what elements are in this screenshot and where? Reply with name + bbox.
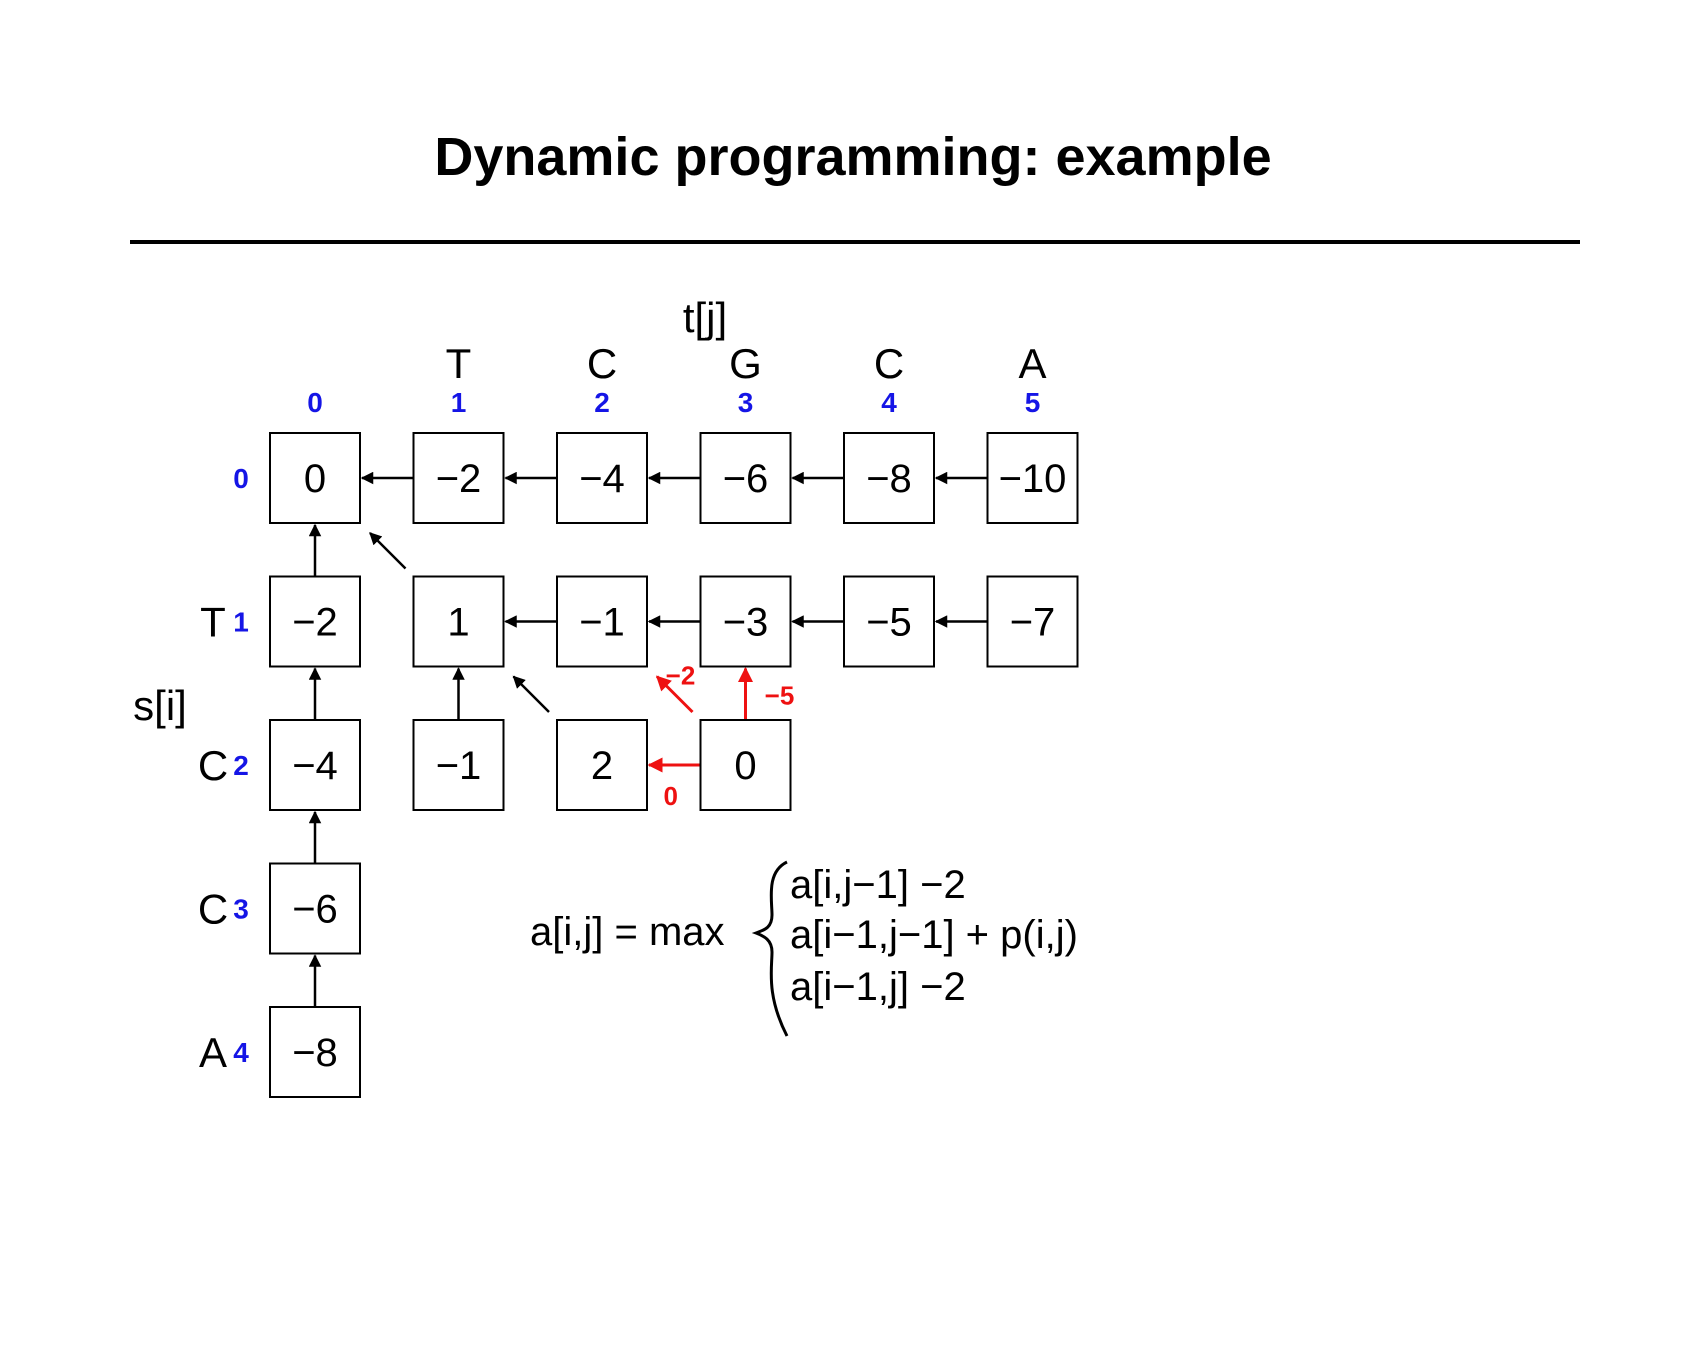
matrix-cell: −8 [843,432,935,524]
cell-box [699,432,792,524]
matrix-cell: −4 [269,719,361,811]
cell-value: −3 [723,601,769,645]
arrow-score-label: 0 [664,781,678,811]
column-index: 3 [738,387,754,418]
cell-box [843,432,935,524]
cell-value: 0 [734,744,756,788]
row-index: 2 [233,750,249,781]
cell-value: −2 [436,457,482,501]
cell-value: −6 [292,888,338,932]
formula-case-diagonal: a[i−1,j−1] + p(i,j) [790,913,1078,957]
formula-brace [751,860,789,1037]
s-letter: C [198,742,228,789]
cell-value: −8 [292,1031,338,1075]
t-letter: C [874,340,904,387]
formula-lhs: a[i,j] = max [530,910,725,954]
cell-value: −5 [866,601,912,645]
traceback-arrows: 0 −5 −2 [308,471,988,1007]
row-index: 4 [233,1037,249,1068]
cell-box [699,575,792,668]
cell-box [269,575,361,668]
matrix-cell: −1 [412,719,505,811]
matrix-cell: 0 [699,719,792,811]
recurrence-formula: a[i,j] = max a[i,j−1] −2 a[i−1,j−1] + p(… [530,860,1078,1037]
matrix-cell: −8 [269,1006,361,1098]
formula-case-up: a[i−1,j] −2 [790,965,966,1009]
arrow-score-label: −5 [765,680,795,710]
s-letter: A [199,1029,227,1076]
column-index: 5 [1025,387,1041,418]
s-letter: T [200,599,226,646]
title-divider [130,240,1580,244]
cell-box [843,575,935,668]
cell-box [412,432,505,524]
row-index: 1 [233,607,249,638]
t-axis-label: t[j] [683,294,727,341]
highlight-diag-arrow [655,675,694,714]
matrix-cell: 1 [412,575,505,668]
cell-box [986,575,1079,668]
cell-value: −4 [579,457,625,501]
column-index: 1 [451,387,467,418]
matrix-cell: −6 [699,432,792,524]
matrix-cell: −5 [843,575,935,668]
t-letter: G [729,340,762,387]
s-letter: C [198,886,228,933]
cell-box [699,719,792,811]
matrix-cell: −6 [269,862,361,955]
cell-value: −1 [436,744,482,788]
arrow-score-label: −2 [666,661,696,691]
cell-value: −8 [866,457,912,501]
cell-box [269,862,361,955]
diag-arrow [512,675,550,713]
column-index: 2 [594,387,610,418]
cell-box [556,575,648,668]
cell-value: −2 [292,601,338,645]
cell-box [412,575,505,668]
cell-value: 2 [591,744,613,788]
cell-box [556,432,648,524]
matrix-cell: −10 [986,432,1079,524]
cell-box [269,719,361,811]
cell-value: −6 [723,457,769,501]
column-headers: T C G C A 0 1 2 3 4 5 [307,340,1046,418]
cell-value: 1 [447,601,469,645]
matrix-cell: −3 [699,575,792,668]
matrix-cell: −7 [986,575,1079,668]
cell-box [556,719,648,811]
matrix-cell: −4 [556,432,648,524]
cell-box [412,719,505,811]
t-letter: C [587,340,617,387]
cell-value: −1 [579,601,625,645]
t-letter: T [446,340,472,387]
formula-case-left: a[i,j−1] −2 [790,863,966,907]
column-index: 4 [881,387,897,418]
diag-arrow [369,532,407,570]
matrix-cell: −2 [412,432,505,524]
row-index: 0 [233,463,249,494]
row-index: 3 [233,894,249,925]
matrix-cell: −1 [556,575,648,668]
slide-title: Dynamic programming: example [434,127,1272,187]
score-cells: 0 −2 −4 −6 −8 −10 −2 1 −1 −3 −5 −7 −4 −1 2 0 −6 −8 [269,432,1079,1098]
row-headers: 0 1 2 3 4 T C C A [198,463,249,1076]
t-letter: A [1018,340,1046,387]
cell-box [269,432,361,524]
cell-value: −10 [999,457,1067,501]
cell-value: −4 [292,744,338,788]
cell-box [986,432,1079,524]
cell-box [269,1006,361,1098]
matrix-cell: −2 [269,575,361,668]
s-axis-label: s[i] [133,682,187,729]
cell-value: −7 [1010,601,1056,645]
column-index: 0 [307,387,323,418]
cell-value: 0 [304,457,326,501]
matrix-cell: 0 [269,432,361,524]
matrix-cell: 2 [556,719,648,811]
